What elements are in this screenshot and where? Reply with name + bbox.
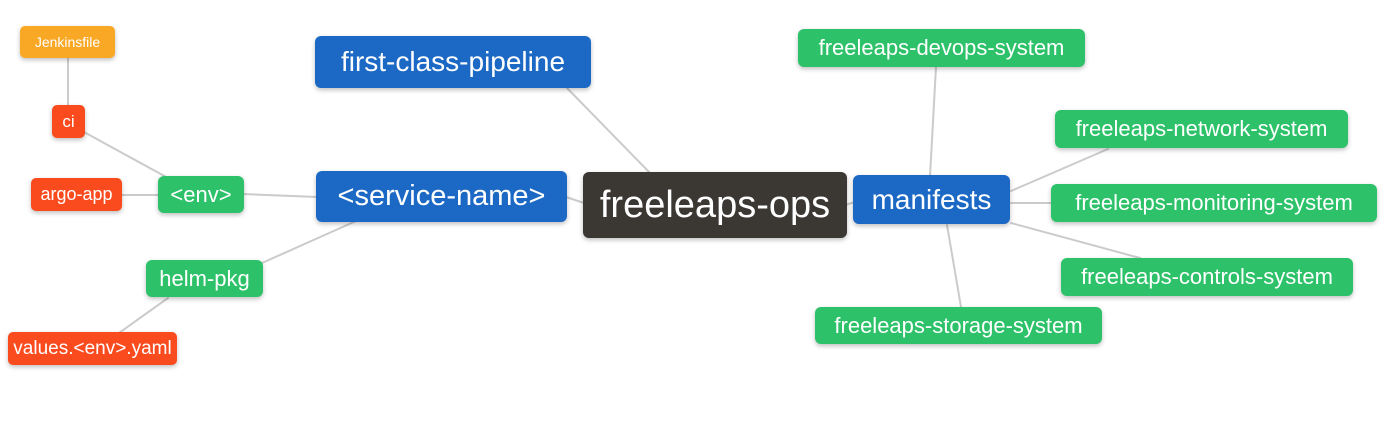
node-ci[interactable]: ci <box>52 105 85 138</box>
edge-service-name-root <box>565 196 585 204</box>
node-freeleaps-controls-system[interactable]: freeleaps-controls-system <box>1061 258 1353 296</box>
node-helm-pkg[interactable]: helm-pkg <box>146 260 263 297</box>
edge-manifests-network <box>1010 148 1109 192</box>
node-env[interactable]: <env> <box>158 176 244 213</box>
node-argo-app[interactable]: argo-app <box>31 178 122 211</box>
edge-service-name-helm-pkg <box>261 220 357 264</box>
node-freeleaps-ops-root[interactable]: freeleaps-ops <box>583 172 847 238</box>
edge-env-service-name <box>242 193 318 198</box>
edge-first-class-pipeline-root <box>565 86 652 175</box>
node-freeleaps-monitoring-system[interactable]: freeleaps-monitoring-system <box>1051 184 1377 222</box>
node-service-name[interactable]: <service-name> <box>316 171 567 222</box>
edge-values-helm-pkg <box>118 297 169 334</box>
node-values-env-yaml[interactable]: values.<env>.yaml <box>8 332 177 365</box>
edge-manifests-controls <box>1010 222 1141 259</box>
node-freeleaps-network-system[interactable]: freeleaps-network-system <box>1055 110 1348 148</box>
node-first-class-pipeline[interactable]: first-class-pipeline <box>315 36 591 88</box>
edge-manifests-storage <box>946 224 962 308</box>
node-manifests[interactable]: manifests <box>853 175 1010 224</box>
node-freeleaps-devops-system[interactable]: freeleaps-devops-system <box>798 29 1085 67</box>
node-freeleaps-storage-system[interactable]: freeleaps-storage-system <box>815 307 1102 344</box>
edge-ci-env <box>83 131 169 179</box>
node-jenkinsfile[interactable]: Jenkinsfile <box>20 26 115 58</box>
edge-manifests-devops <box>929 66 937 177</box>
